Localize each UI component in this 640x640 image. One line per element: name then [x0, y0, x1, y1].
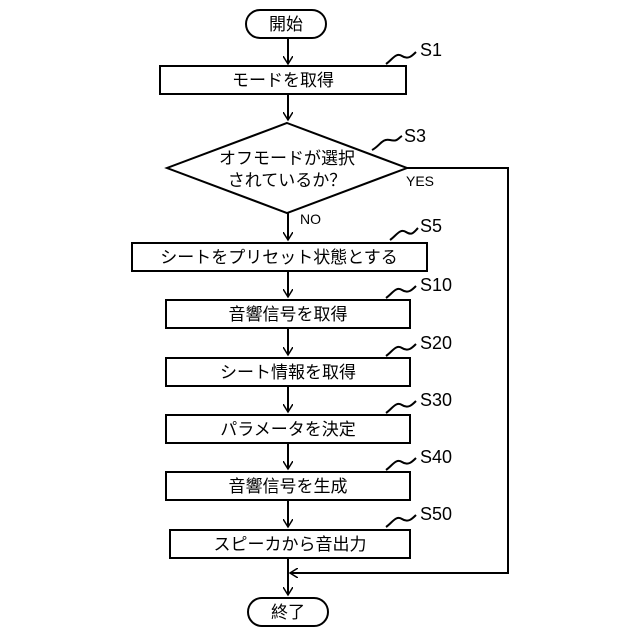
step-s40-leader	[386, 458, 416, 470]
start-label: 開始	[269, 15, 303, 35]
step-s30-leader	[386, 401, 416, 413]
step-s1-label: S1	[420, 40, 442, 60]
step-s1: モードを取得 S1	[160, 40, 442, 94]
end-label: 終了	[271, 603, 305, 623]
decision-s3-no: NO	[300, 211, 321, 227]
step-s20-label: S20	[420, 333, 452, 353]
step-s20: シート情報を取得 S20	[166, 333, 452, 386]
decision-s3-line1: オフモードが選択	[219, 149, 355, 169]
step-s10-leader	[386, 286, 416, 298]
decision-s3-label: S3	[404, 126, 426, 146]
step-s20-text: シート情報を取得	[220, 363, 356, 383]
step-s50-label: S50	[420, 504, 452, 524]
step-s30: パラメータを決定 S30	[166, 390, 452, 443]
step-s50: スピーカから音出力 S50	[170, 504, 452, 558]
start-terminal: 開始	[246, 10, 326, 38]
step-s50-text: スピーカから音出力	[214, 535, 367, 555]
step-s40-text: 音響信号を生成	[229, 477, 348, 497]
step-s1-text: モードを取得	[232, 71, 334, 91]
step-s20-leader	[386, 344, 416, 356]
step-s50-leader	[386, 515, 416, 527]
decision-s3-line2: されているか？	[228, 171, 347, 191]
step-s40: 音響信号を生成 S40	[166, 447, 452, 500]
step-s30-text: パラメータを決定	[220, 420, 356, 440]
step-s10-text: 音響信号を取得	[229, 305, 348, 325]
end-terminal: 終了	[248, 598, 328, 626]
step-s5-text: シートをプリセット状態とする	[160, 248, 398, 268]
decision-s3-leader	[372, 136, 402, 150]
decision-s3: オフモードが選択 されているか？ S3 YES NO	[167, 123, 434, 227]
step-s10: 音響信号を取得 S10	[166, 275, 452, 328]
decision-s3-yes: YES	[406, 173, 434, 189]
step-s10-label: S10	[420, 275, 452, 295]
step-s1-leader	[386, 52, 416, 64]
step-s5-label: S5	[420, 216, 442, 236]
step-s30-label: S30	[420, 390, 452, 410]
step-s5-leader	[390, 228, 418, 240]
step-s40-label: S40	[420, 447, 452, 467]
